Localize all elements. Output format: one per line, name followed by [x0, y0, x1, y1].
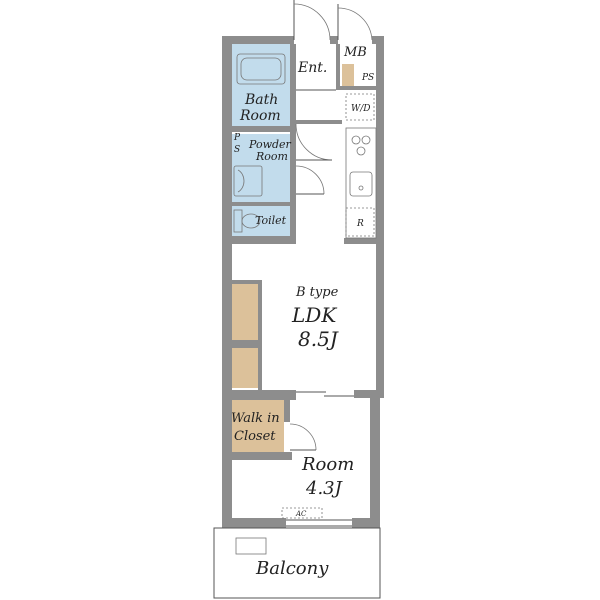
- room-size-label: 4.3J: [305, 478, 344, 499]
- wall-top-right: [330, 36, 338, 44]
- wall-ldk-bottom-left: [222, 390, 296, 400]
- wall-ent-bottom: [296, 120, 342, 124]
- ldk-name-label: LDK: [291, 303, 337, 327]
- toilet-bowl: [241, 213, 261, 229]
- walk-in-closet-area: [232, 400, 284, 452]
- wall-bath-right: [290, 44, 296, 240]
- ldk-type-label: B type: [295, 285, 339, 300]
- washer-box: [345, 93, 375, 121]
- closet-door-swing: [289, 423, 317, 451]
- air-conditioner-box: [281, 507, 323, 519]
- entrance-door-left-swing: [293, 3, 331, 41]
- entrance-door-right-swing: [337, 7, 373, 41]
- wall-bottom-right: [352, 518, 380, 528]
- storage-upper: [232, 284, 258, 340]
- wall-bath-bottom: [232, 126, 290, 132]
- wall-storage-divider: [232, 340, 262, 348]
- washer-label: W/D: [351, 104, 371, 114]
- wall-bottom-left: [222, 518, 286, 528]
- meter-box-label: MB: [343, 45, 367, 60]
- wall-mb-bottom: [336, 86, 376, 90]
- closet-label-2: Closet: [234, 429, 276, 444]
- entrance-label: Ent.: [297, 60, 327, 76]
- wall-toilet-bottom: [222, 236, 296, 244]
- powder-label-2: Room: [255, 150, 288, 163]
- wall-right-mid: [376, 244, 384, 396]
- kitchen-sink-drain: [358, 185, 364, 191]
- balcony-label: Balcony: [255, 558, 329, 579]
- hall-door-swing: [295, 123, 333, 161]
- wall-left: [222, 36, 232, 526]
- wall-storage-top: [232, 280, 262, 284]
- wall-mb: [336, 44, 340, 88]
- balcony-outline: [213, 527, 381, 599]
- pipe-space-tan: [342, 64, 354, 86]
- ldk-size-label: 8.5J: [298, 327, 339, 351]
- bathtub: [236, 53, 286, 85]
- air-conditioner-label: AC: [295, 510, 307, 518]
- pipe-space-left-label-1: P: [233, 133, 241, 143]
- room-name-label: Room: [301, 454, 354, 475]
- toilet-label: Toilet: [255, 214, 287, 227]
- powder-label-1: Powder: [248, 138, 292, 151]
- pipe-space-left-label-2: S: [234, 145, 240, 155]
- wall-right-upper: [376, 36, 384, 244]
- balcony-outdoor-unit: [235, 537, 267, 555]
- wall-powder-bottom: [232, 202, 290, 206]
- powder-room-area: [232, 134, 290, 204]
- kitchen-sink: [349, 171, 373, 197]
- vanity-basin: [237, 169, 245, 193]
- wall-kitchen-bottom: [344, 238, 384, 244]
- storage-lower: [232, 348, 258, 388]
- wall-ldk-bottom-right: [354, 390, 384, 398]
- stove-burner-2: [361, 135, 371, 145]
- vanity: [233, 165, 263, 197]
- wall-top-left: [222, 36, 294, 44]
- kitchen-counter: [345, 127, 377, 239]
- bathtub-inner: [240, 57, 282, 81]
- stove-burner-1: [351, 135, 361, 145]
- refrigerator-label: R: [356, 219, 364, 229]
- refrigerator-box: [345, 207, 375, 237]
- closet-label-1: Walk in: [231, 411, 280, 426]
- bath-label-2: Room: [239, 108, 281, 124]
- stove-burner-3: [356, 146, 366, 156]
- bath-label-1: Bath: [244, 92, 278, 108]
- wall-right-lower: [370, 396, 380, 528]
- wall-closet-bottom: [222, 452, 292, 460]
- powder-door-swing: [295, 165, 325, 195]
- wall-closet-right: [284, 400, 290, 422]
- wall-storage-right: [258, 282, 262, 390]
- pipe-space-top-label: PS: [361, 73, 374, 83]
